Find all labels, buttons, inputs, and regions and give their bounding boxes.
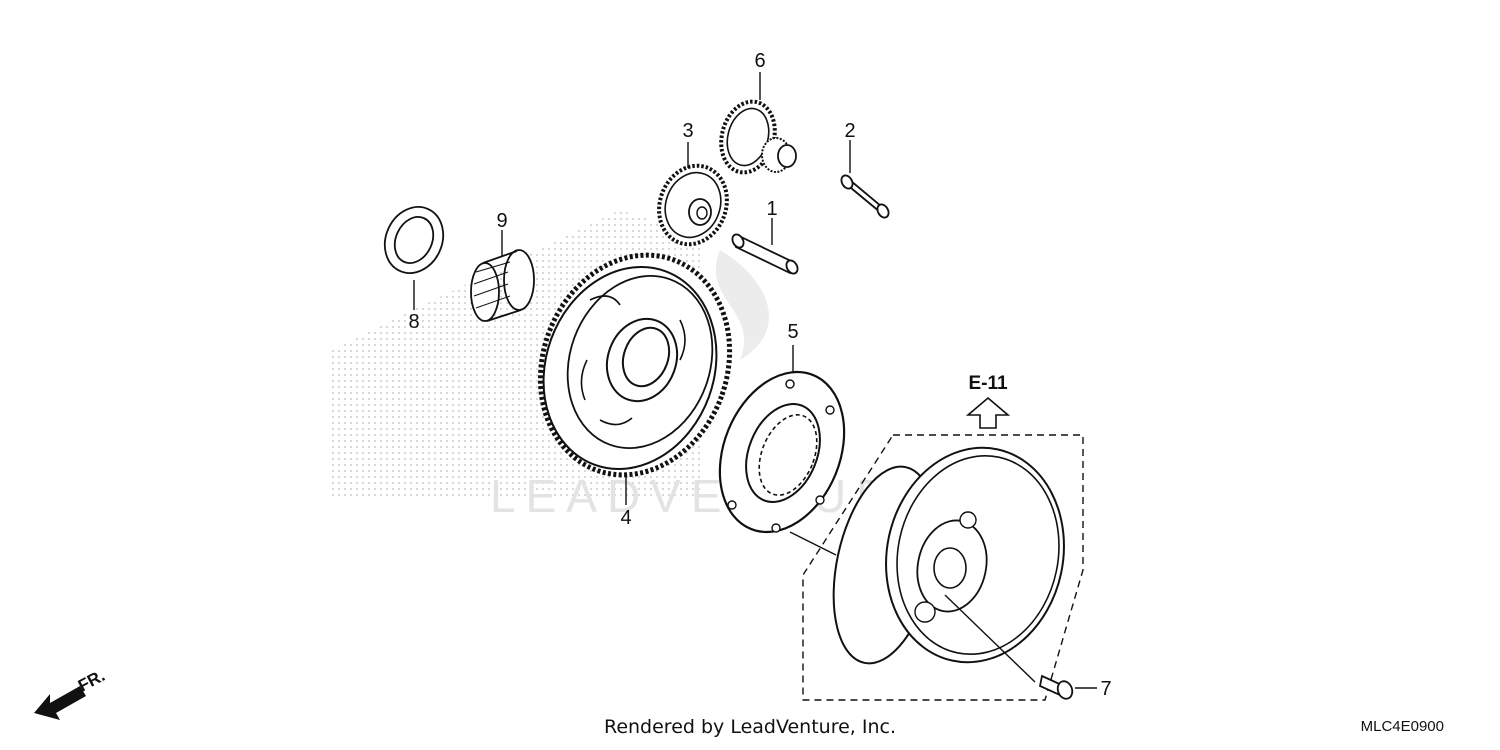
reference-label: E-11 [968,373,1008,394]
callout-7: 7 [1100,678,1111,700]
front-direction-indicator: FR. [34,666,108,720]
part-2-shaft [840,140,890,219]
footer-credit: Rendered by LeadVenture, Inc. [603,716,897,738]
part-4-starter-driven-gear [537,252,733,505]
part-1-shaft [731,218,799,275]
part-9-needle-bearing [470,230,535,322]
part-8-washer [383,206,445,310]
callout-6: 6 [754,50,765,72]
part-6-reduction-gear [719,72,797,175]
flywheel-assembly [802,434,1084,701]
callout-8: 8 [408,311,419,333]
callout-9: 9 [496,210,507,232]
diagram-code: MLC4E0900 [1360,718,1444,735]
callout-2: 2 [844,120,855,142]
callout-5: 5 [787,321,798,343]
callout-3: 3 [682,120,693,142]
part-7-bolt [1038,674,1097,700]
reference-e11: E-11 [965,373,1011,429]
callout-4: 4 [620,507,631,529]
part-3-idle-gear [657,142,729,247]
callout-1: 1 [766,198,777,220]
part-5-one-way-clutch [718,345,846,556]
